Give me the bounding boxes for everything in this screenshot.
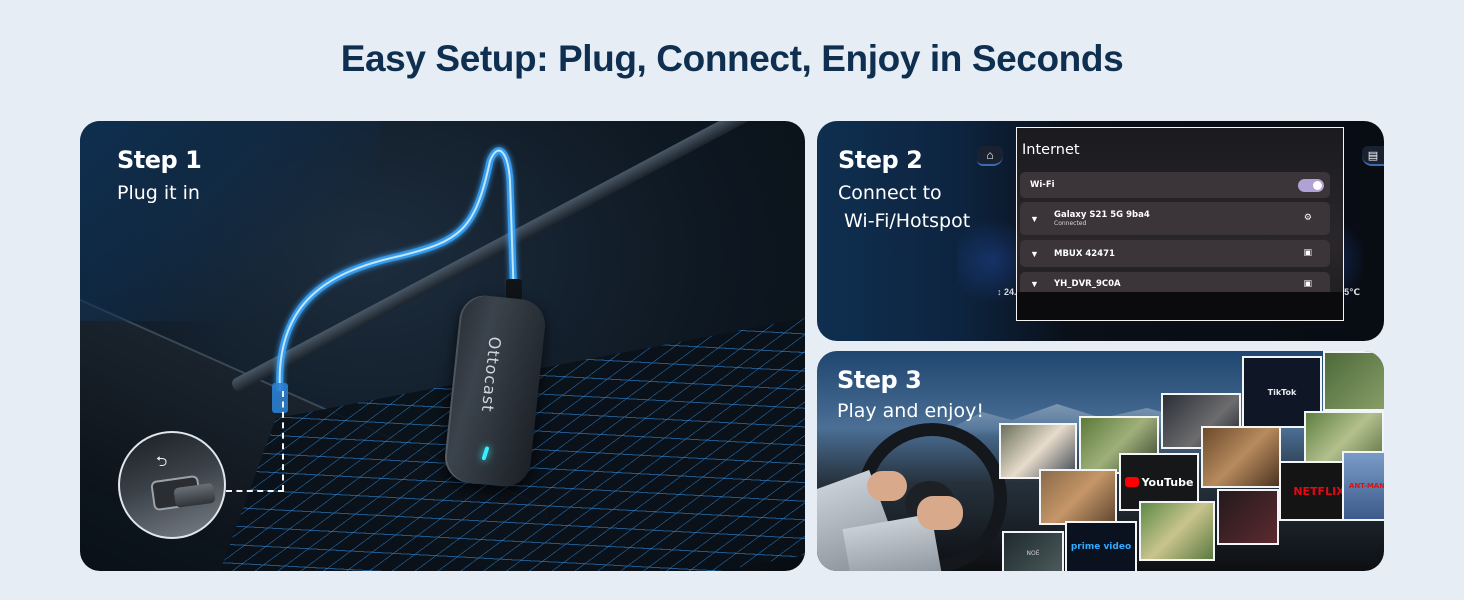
movie-poster: ANT-MAN xyxy=(1342,451,1384,521)
prime-video-label: prime video xyxy=(1070,542,1132,552)
temperature-left: ↕ 24. xyxy=(997,287,1017,297)
callout-line-horizontal xyxy=(226,490,284,492)
message-icon[interactable]: ▤ xyxy=(1362,146,1384,166)
usb-port-closeup: ⮌ xyxy=(118,431,226,539)
wifi-icon: ▼ xyxy=(1030,248,1039,259)
poster-title: NOÉ xyxy=(1026,549,1040,557)
step-2-title: Step 2 xyxy=(838,146,923,174)
network-status: Connected xyxy=(1054,220,1087,227)
step-2-card: ⌂ ▤ ↕ 24. 24.5℃ Internet Wi-Fi ▼ Galaxy … xyxy=(817,121,1384,341)
title-fade xyxy=(80,121,380,321)
glowing-cable xyxy=(272,147,522,413)
lock-icon: ▣ xyxy=(1303,247,1312,257)
poster-title: ANT-MAN xyxy=(1348,482,1384,490)
ambient-glow-left xyxy=(957,211,1027,311)
tiktok-label: TikTok xyxy=(1267,387,1297,397)
callout-line-vertical xyxy=(282,391,284,491)
usb-plug xyxy=(173,482,216,509)
step-1-description: Plug it in xyxy=(117,182,200,204)
movie-tile xyxy=(1039,469,1117,525)
step-2-description: Connect to Wi-Fi/Hotspot xyxy=(838,182,971,232)
wifi-toggle[interactable] xyxy=(1298,179,1324,192)
wifi-icon: ▼ xyxy=(1030,213,1039,224)
movie-tile xyxy=(1201,426,1281,488)
driver-hand xyxy=(867,471,907,501)
step-1-title: Step 1 xyxy=(117,146,202,174)
network-row[interactable]: ▼ Galaxy S21 5G 9ba4 Connected ⚙ xyxy=(1020,202,1330,235)
home-icon[interactable]: ⌂ xyxy=(977,146,1003,166)
usb-icon: ⮌ xyxy=(156,453,168,469)
network-name: MBUX 42471 xyxy=(1054,248,1115,259)
wifi-icon: ▼ xyxy=(1030,279,1039,289)
network-name: YH_DVR_9C0A xyxy=(1054,279,1121,289)
screen-bottom-bar xyxy=(1017,292,1343,320)
driver-hand xyxy=(917,496,963,530)
temperature-right: 24.5℃ xyxy=(1331,287,1360,297)
netflix-label: NETFLIX xyxy=(1293,484,1345,498)
wifi-toggle-row[interactable]: Wi-Fi xyxy=(1020,172,1330,198)
screen-title: Internet xyxy=(1022,142,1080,158)
internet-settings-screen: Internet Wi-Fi ▼ Galaxy S21 5G 9ba4 Conn… xyxy=(1016,127,1344,321)
movie-poster: NOÉ xyxy=(1002,531,1064,571)
status-led xyxy=(481,446,490,461)
movie-tile xyxy=(1217,489,1279,545)
network-name: Galaxy S21 5G 9ba4 xyxy=(1054,210,1150,220)
page-title: Easy Setup: Plug, Connect, Enjoy in Seco… xyxy=(340,38,1124,79)
step-3-card: TikTok YouTube NETFLIX ANT-MAN NOÉ prime… xyxy=(817,351,1384,571)
network-row[interactable]: ▼ MBUX 42471 ▣ xyxy=(1020,240,1330,267)
movie-tile xyxy=(1139,501,1215,561)
gear-icon[interactable]: ⚙ xyxy=(1303,212,1312,222)
step-1-card: Ottocast ⮌ Step 1 Plug it in xyxy=(80,121,805,571)
lock-icon: ▣ xyxy=(1303,278,1312,288)
device-logo: Ottocast xyxy=(477,335,505,414)
youtube-label: YouTube xyxy=(1141,475,1194,489)
usb-port xyxy=(150,474,216,512)
prime-video-tile: prime video xyxy=(1065,521,1137,571)
youtube-logo-icon xyxy=(1124,477,1139,487)
wifi-label: Wi-Fi xyxy=(1030,180,1055,190)
step-3-title: Step 3 xyxy=(837,366,922,394)
step-3-description: Play and enjoy! xyxy=(837,400,984,422)
movie-tile xyxy=(1323,351,1384,411)
